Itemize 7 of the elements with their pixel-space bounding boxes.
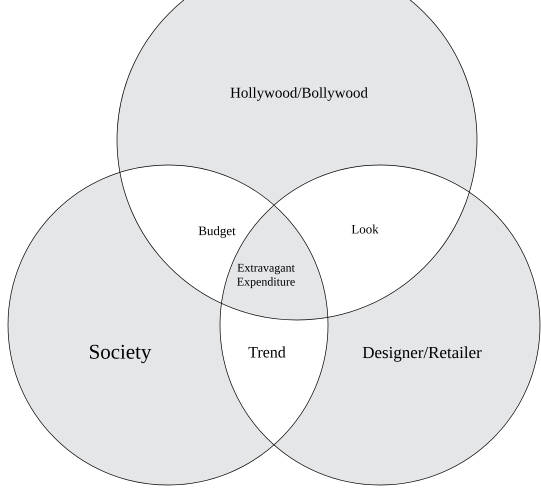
region-label: Extravagant Expenditure: [237, 264, 295, 288]
circle-label: Designer/Retailer: [362, 346, 482, 362]
circle-label: Society: [90, 344, 152, 364]
region-label: Trend: [248, 346, 286, 358]
region-label: Look: [352, 224, 379, 234]
circle-label: Hollywood/Bollywood: [230, 87, 368, 101]
region-label: Budget: [198, 226, 236, 238]
